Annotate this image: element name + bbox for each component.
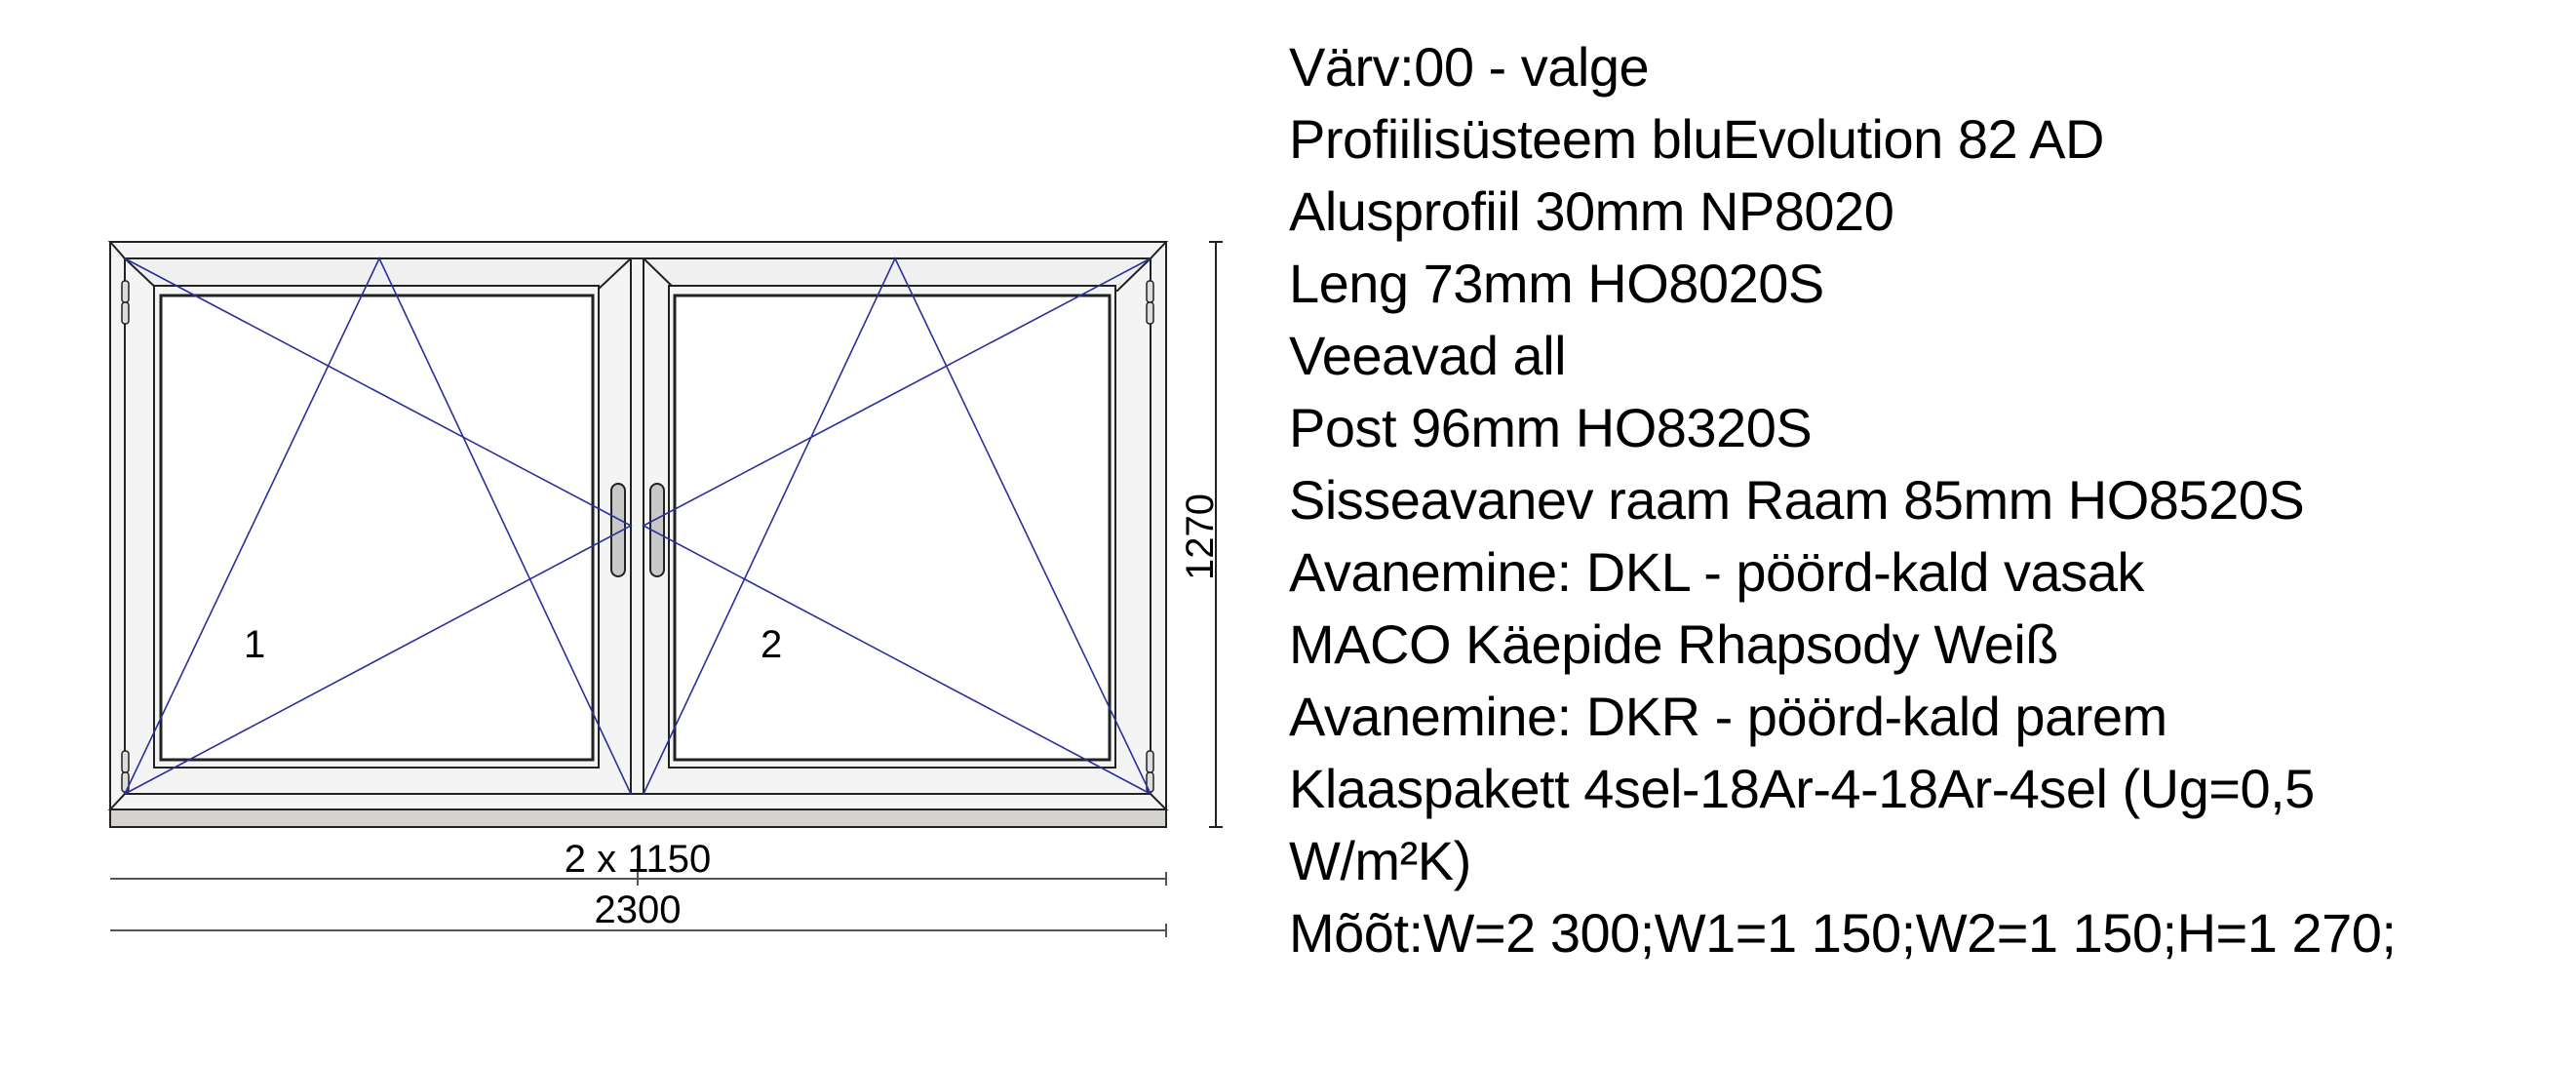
total-width-dimension-label: 2300 [595,888,682,931]
spec-mullion: Post 96mm HO8320S [1289,397,1813,458]
hinge-icons [121,280,1154,793]
height-dimension [1209,241,1223,828]
spec-dimensions: Mõõt:W=2 300;W1=1 150;W2=1 150;H=1 270; [1289,902,2397,964]
tilt-symbol-1 [124,256,632,795]
sash-1 [122,257,634,795]
spec-opening-right: Avanemine: DKR - pöörd-kald parem [1289,686,2167,747]
spec-drainage: Veeavad all [1289,325,1567,386]
spec-color: Värv:00 - valge [1289,36,1650,98]
spec-base-profile: Alusprofiil 30mm NP8020 [1289,180,1894,242]
spec-opening-left: Avanemine: DKL - pöörd-kald vasak [1289,541,2144,603]
sash-label-1: 1 [244,623,265,666]
spec-handle: MACO Käepide Rhapsody Weiß [1289,613,2059,675]
sash-width-dimension-label: 2 x 1150 [565,838,712,881]
tilt-symbol-2 [643,256,1151,795]
turn-left-symbol [124,257,633,795]
window-drawing: 1 2 1270 2 x 1150 2300 [107,241,1223,937]
spec-glazing-unit: W/m²K) [1289,830,1471,891]
spec-list: Värv:00 - valge Profiilisüsteem bluEvolu… [1289,31,2397,969]
width-dimensions [110,858,1167,937]
sash-label-2: 2 [761,623,782,666]
spec-profile-system: Profiilisüsteem bluEvolution 82 AD [1289,108,2104,170]
spec-sash: Sisseavanev raam Raam 85mm HO8520S [1289,469,2305,531]
sash-2 [641,257,1153,795]
mullion [630,257,644,795]
spec-glazing: Klaaspakett 4sel-18Ar-4-18Ar-4sel (Ug=0,… [1289,758,2315,819]
spec-frame: Leng 73mm HO8020S [1289,253,1824,314]
turn-right-symbol [642,257,1151,795]
opening-lines [124,256,1151,795]
height-dimension-label: 1270 [1179,493,1222,580]
